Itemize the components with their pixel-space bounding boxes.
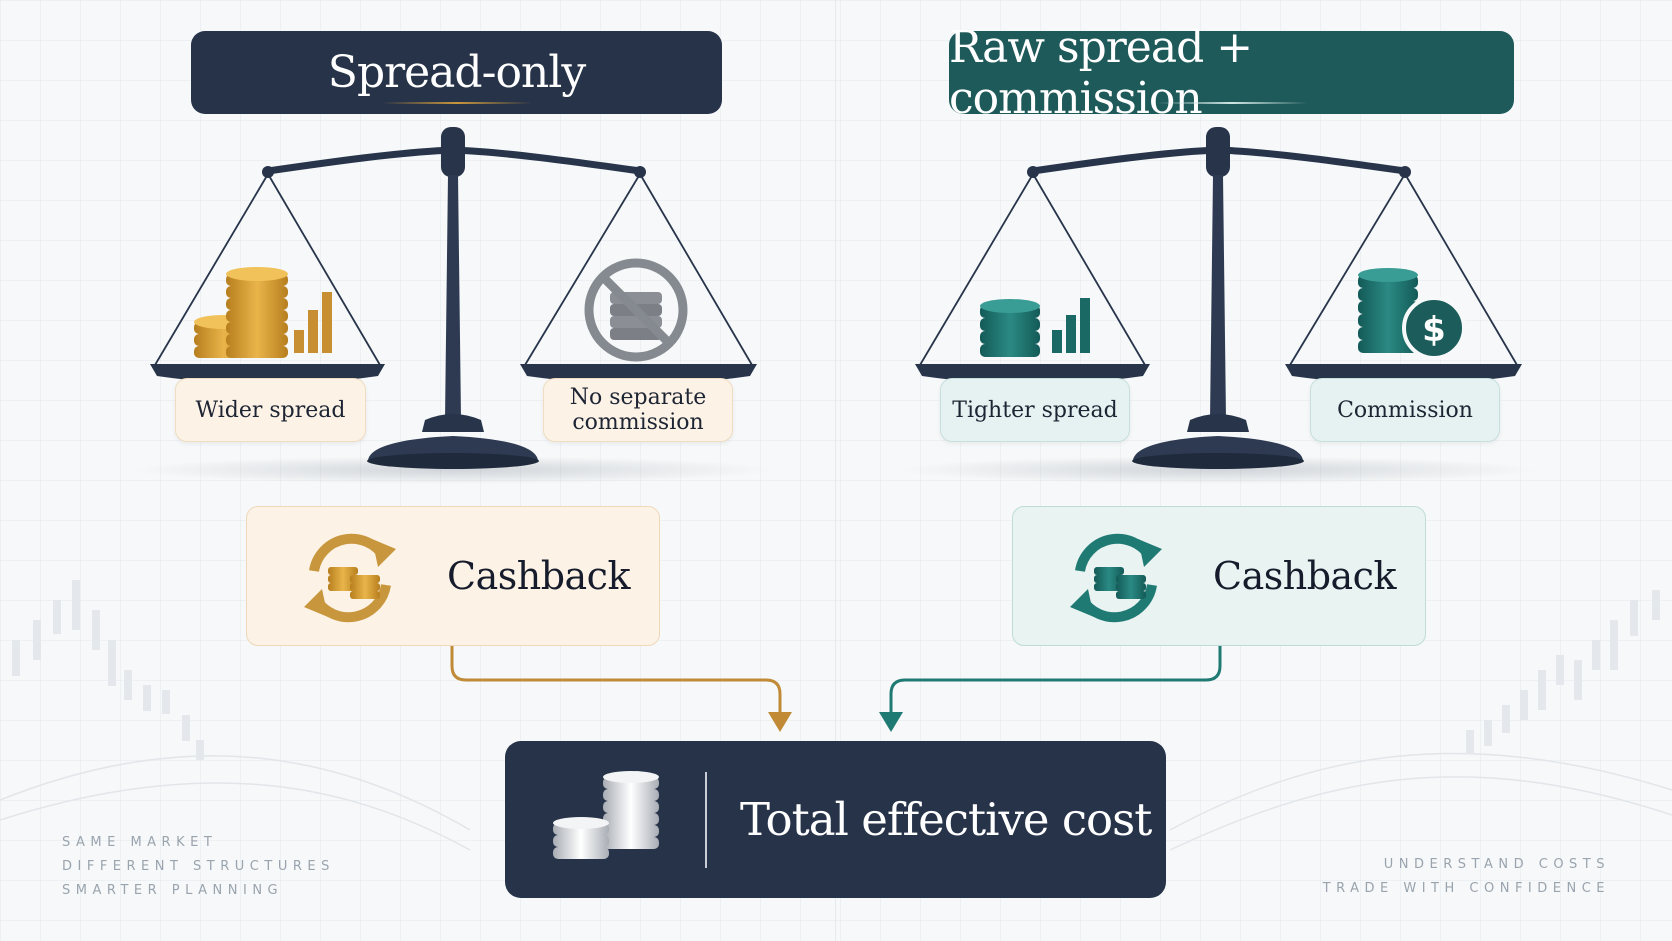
label-line-2: commission: [572, 410, 704, 435]
cashback-cycle-icon: [304, 533, 396, 623]
label-commission: Commission: [1310, 378, 1500, 442]
total-effective-cost-text: Total effective cost: [740, 793, 1152, 846]
title-spread-only-text: Spread-only: [327, 47, 586, 98]
tagline-left-line-1: SAME MARKET: [62, 835, 218, 850]
scale-left: [133, 127, 773, 484]
title-raw-spread-commission: Raw spread + commission: [949, 22, 1514, 124]
gold-coin-stack-with-bars-icon: [194, 267, 332, 358]
cashback-cycle-icon: [1070, 533, 1162, 623]
tagline-left: SAME MARKET DIFFERENT STRUCTURES SMARTER…: [62, 831, 335, 903]
label-no-separate-commission: No separate commission: [543, 378, 733, 442]
label-tighter-spread-text: Tighter spread: [952, 397, 1118, 423]
cashback-right-text: Cashback: [1213, 554, 1397, 598]
center-divider: [835, 0, 836, 941]
title-spread-only: Spread-only: [191, 31, 722, 114]
teal-coin-stack-with-bars-icon: [980, 298, 1090, 357]
tagline-left-line-3: SMARTER PLANNING: [62, 883, 284, 898]
no-coins-prohibited-icon: [584, 258, 688, 362]
cashback-box-left: Cashback: [246, 506, 660, 646]
total-separator: [705, 772, 707, 868]
title-raw-spread-commission-text: Raw spread + commission: [949, 21, 1253, 124]
cashback-box-right: Cashback: [1012, 506, 1426, 646]
tagline-right-line-2: TRADE WITH CONFIDENCE: [1322, 881, 1610, 896]
arrow-left-to-total: [450, 646, 792, 732]
label-tighter-spread: Tighter spread: [940, 378, 1130, 442]
label-no-separate-commission-text: No separate commission: [570, 385, 707, 435]
title-underline: [381, 102, 532, 104]
silver-coin-stack-icon: [553, 771, 659, 859]
label-line-1: No separate: [569, 385, 707, 410]
coin-stack-dollar-icon: $: [1358, 268, 1466, 360]
svg-text:$: $: [1422, 310, 1446, 350]
background-waves: [0, 752, 1672, 851]
arrow-right-to-total: [879, 646, 1222, 732]
total-effective-cost-box: Total effective cost: [505, 741, 1166, 898]
background-candles-right: [1466, 590, 1660, 754]
label-commission-text: Commission: [1337, 397, 1473, 423]
label-wider-spread-text: Wider spread: [195, 397, 346, 423]
tagline-right-line-1: UNDERSTAND COSTS: [1383, 857, 1610, 872]
tagline-left-line-2: DIFFERENT STRUCTURES: [62, 859, 335, 874]
title-underline: [1156, 102, 1307, 104]
cashback-left-text: Cashback: [447, 554, 631, 598]
background-candles-left: [12, 580, 204, 760]
tagline-right: UNDERSTAND COSTS TRADE WITH CONFIDENCE: [1220, 853, 1610, 901]
label-wider-spread: Wider spread: [175, 378, 366, 442]
